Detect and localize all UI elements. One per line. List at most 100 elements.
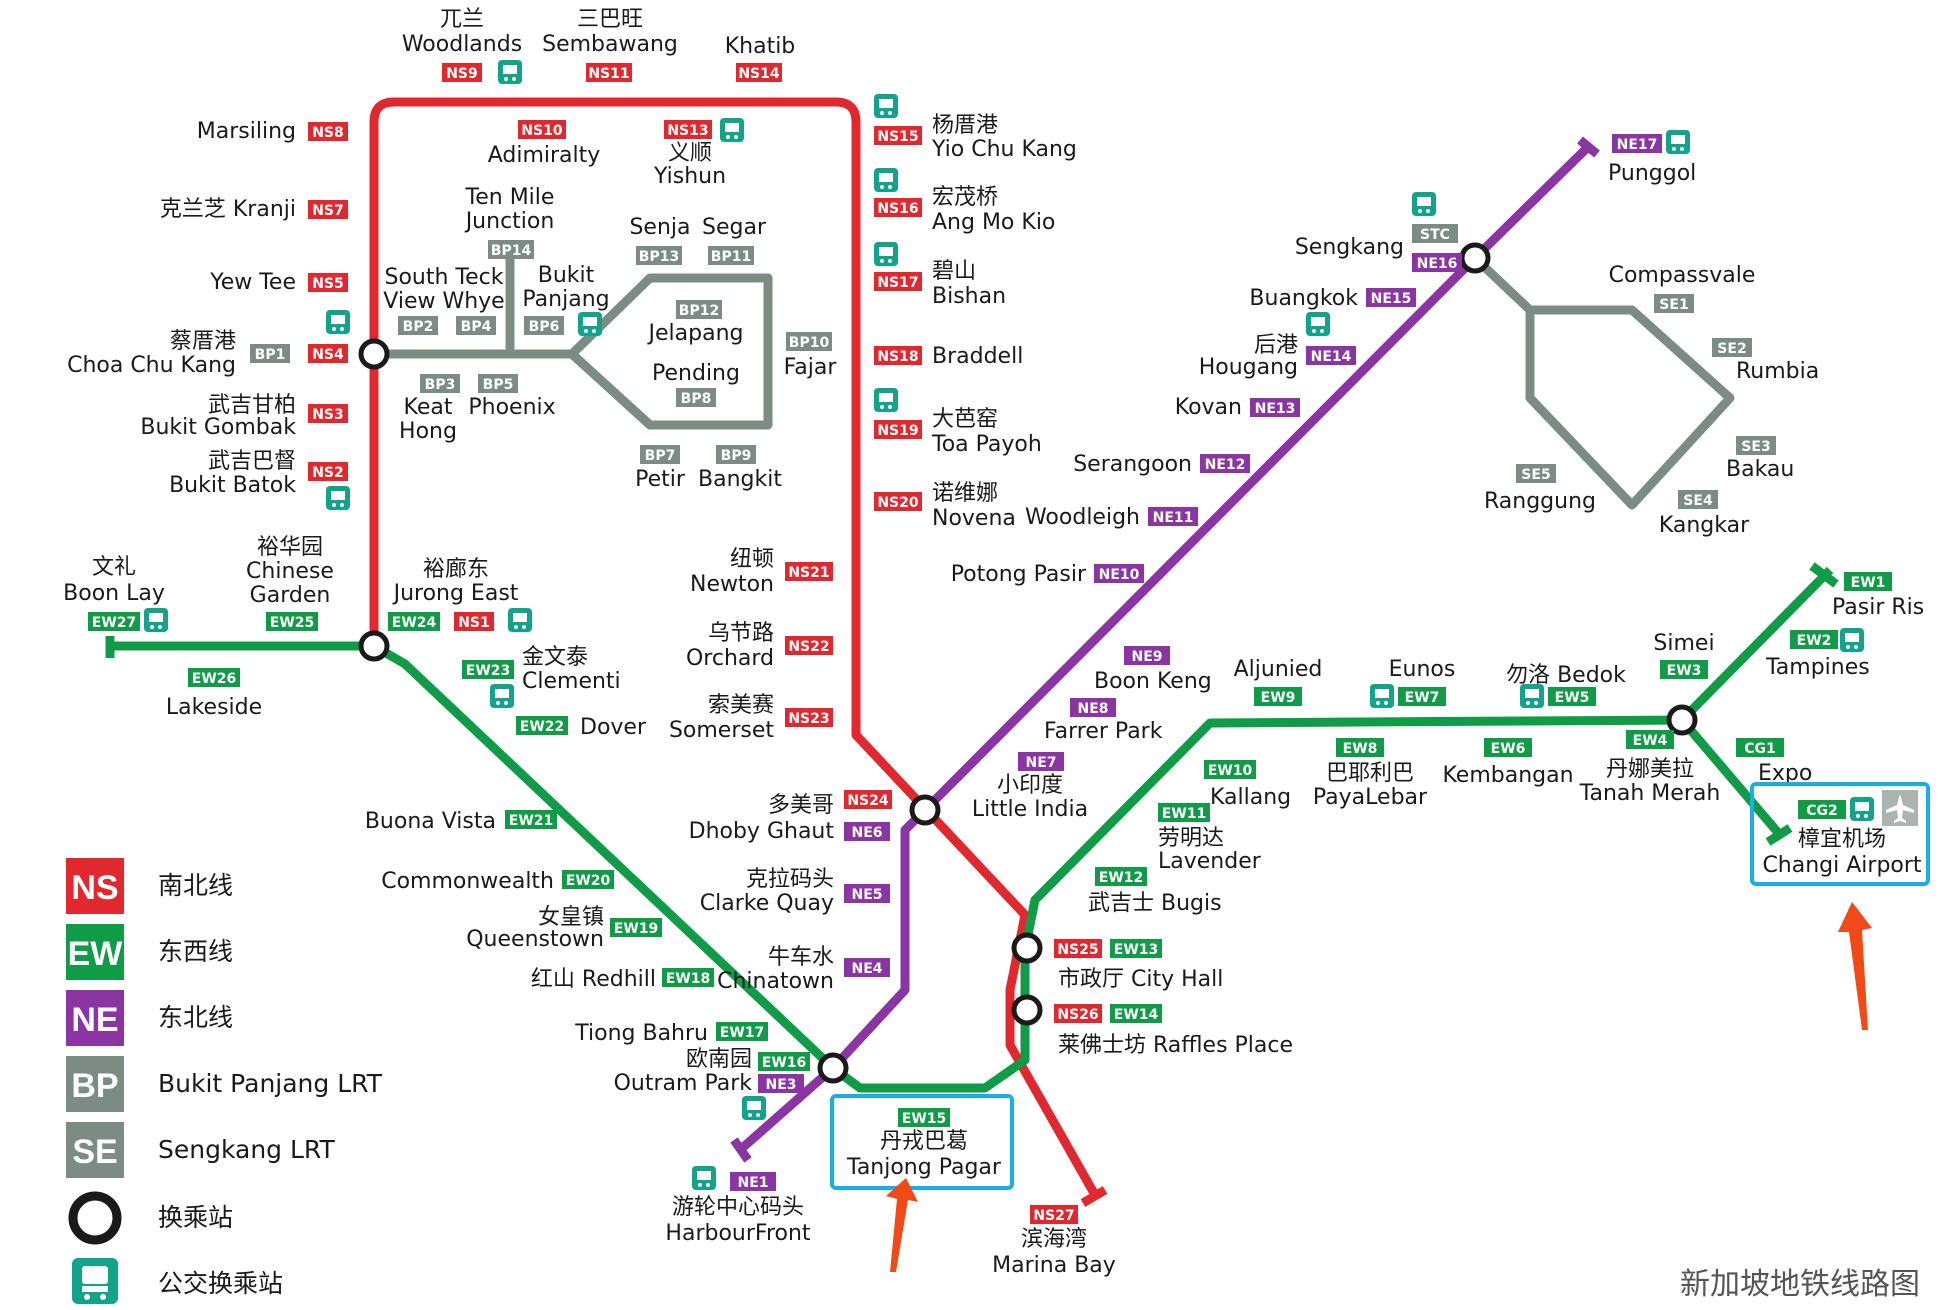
station-label: Ang Mo Kio <box>932 210 1055 235</box>
code-badge: NS19 <box>874 420 922 439</box>
svg-text:BP11: BP11 <box>711 249 751 265</box>
code-badge: EW13 <box>1110 939 1162 958</box>
interchange-outram-park[interactable] <box>817 1052 849 1084</box>
station-label: 丹戎巴葛 <box>880 1129 968 1154</box>
legend: NS 南北线 EW 东西线 NE 东北线 BP Bukit Panjang LR… <box>66 858 383 1304</box>
svg-text:SE5: SE5 <box>1521 467 1550 483</box>
code-badge: NS8 <box>308 122 348 141</box>
station-label: Sengkang <box>1295 235 1404 260</box>
code-badge: EW23 <box>462 660 514 679</box>
svg-text:NS19: NS19 <box>877 423 918 439</box>
station-label: 女皇镇 <box>538 905 604 930</box>
legend-item-bp: BP Bukit Panjang LRT <box>66 1056 383 1112</box>
svg-text:EW8: EW8 <box>1343 741 1378 757</box>
interchange-dhoby-ghaut[interactable] <box>909 794 941 826</box>
code-badge: BP9 <box>716 445 756 464</box>
interchange-tanah-merah[interactable] <box>1666 704 1698 736</box>
svg-text:BP13: BP13 <box>639 249 679 265</box>
station-label: HarbourFront <box>665 1221 811 1246</box>
station-label: Yew Tee <box>209 270 296 295</box>
station-label: Petir <box>635 467 686 492</box>
station-label: Pending <box>652 361 740 386</box>
svg-text:NE3: NE3 <box>765 1077 796 1093</box>
code-badge: SE3 <box>1736 436 1776 455</box>
station-label: Changi Airport <box>1762 853 1921 878</box>
bus-icon <box>1840 628 1864 652</box>
svg-text:BP10: BP10 <box>789 335 830 351</box>
station-label: Boon Keng <box>1094 669 1212 694</box>
interchange-city-hall[interactable] <box>1011 932 1043 964</box>
code-badge: BP10 <box>786 332 832 351</box>
station-label: Lavender <box>1158 849 1262 874</box>
svg-text:东北线: 东北线 <box>158 1003 233 1032</box>
code-badge: EW6 <box>1484 738 1532 757</box>
code-badge: NE15 <box>1366 288 1416 307</box>
code-badge: BP14 <box>488 240 534 259</box>
svg-text:NS14: NS14 <box>738 66 780 82</box>
legend-item-ns: NS 南北线 <box>66 858 233 914</box>
legend-item-ne: NE 东北线 <box>66 990 233 1046</box>
svg-text:EW24: EW24 <box>392 615 437 631</box>
svg-text:NS: NS <box>71 869 118 907</box>
station-labels: 兀兰 Woodlands 三巴旺 Sembawang Khatib Marsil… <box>63 7 1924 1278</box>
station-label: 小印度 <box>997 773 1063 798</box>
code-badge: NE4 <box>844 958 890 977</box>
legend-item-bus: 公交换乘站 <box>72 1258 283 1304</box>
code-badge: NE17 <box>1612 134 1662 153</box>
svg-text:NS26: NS26 <box>1057 1007 1098 1023</box>
svg-text:EW19: EW19 <box>614 921 659 937</box>
svg-text:EW9: EW9 <box>1261 690 1296 706</box>
bus-icon <box>1370 684 1394 708</box>
station-label: 樟宜机场 <box>1798 827 1886 852</box>
station-label: Hougang <box>1199 355 1298 380</box>
interchange-raffles-place[interactable] <box>1011 994 1043 1026</box>
interchange-jurong-east[interactable] <box>358 630 390 662</box>
code-badge: NS3 <box>308 404 348 423</box>
station-label: Woodleigh <box>1025 505 1140 530</box>
svg-text:NS11: NS11 <box>588 66 629 82</box>
code-badge: EW10 <box>1204 760 1256 779</box>
bus-icon <box>144 608 168 632</box>
station-label: Toa Payoh <box>931 432 1042 457</box>
station-label: Jurong East <box>392 581 519 606</box>
station-label: Ranggung <box>1484 489 1596 514</box>
svg-text:NE: NE <box>71 1001 118 1039</box>
svg-text:NE17: NE17 <box>1617 137 1658 153</box>
code-badge: BP12 <box>676 300 722 319</box>
interchange-sengkang[interactable] <box>1459 242 1491 274</box>
station-label: 后港 <box>1254 333 1298 358</box>
station-label: 义顺 <box>668 141 712 166</box>
svg-text:NE11: NE11 <box>1153 510 1194 526</box>
bus-icon <box>1412 192 1436 216</box>
code-badge: EW7 <box>1398 687 1446 706</box>
station-label: Bishan <box>932 284 1006 309</box>
bus-icon <box>1850 797 1874 821</box>
svg-text:NS17: NS17 <box>877 275 918 291</box>
interchange-markers <box>358 242 1698 1084</box>
station-label: 市政厅 City Hall <box>1058 967 1223 992</box>
code-badge: EW3 <box>1660 660 1708 679</box>
svg-text:NS4: NS4 <box>312 347 344 363</box>
code-badge: BP2 <box>398 316 438 335</box>
svg-text:EW17: EW17 <box>720 1025 765 1041</box>
station-label: 丹娜美拉 <box>1606 757 1694 782</box>
svg-text:BP7: BP7 <box>645 448 676 464</box>
station-label: Chinatown <box>717 969 834 994</box>
station-label: 滨海湾 <box>1021 1227 1087 1252</box>
interchange-choa-chu-kang[interactable] <box>358 338 390 370</box>
svg-text:EW3: EW3 <box>1667 663 1702 679</box>
bus-icon <box>1520 684 1544 708</box>
svg-text:EW2: EW2 <box>1797 633 1832 649</box>
code-badge: EW17 <box>716 1022 768 1041</box>
svg-text:EW18: EW18 <box>666 971 711 987</box>
station-label: 宏茂桥 <box>932 185 998 210</box>
station-label: 杨厝港 <box>932 113 998 138</box>
bus-icon <box>742 1096 766 1120</box>
svg-text:BP5: BP5 <box>483 377 514 393</box>
station-label: Junction <box>464 209 555 234</box>
station-label: Marsiling <box>197 119 296 144</box>
svg-text:NS18: NS18 <box>877 349 918 365</box>
svg-text:EW27: EW27 <box>92 615 137 631</box>
station-label: Serangoon <box>1073 452 1192 477</box>
